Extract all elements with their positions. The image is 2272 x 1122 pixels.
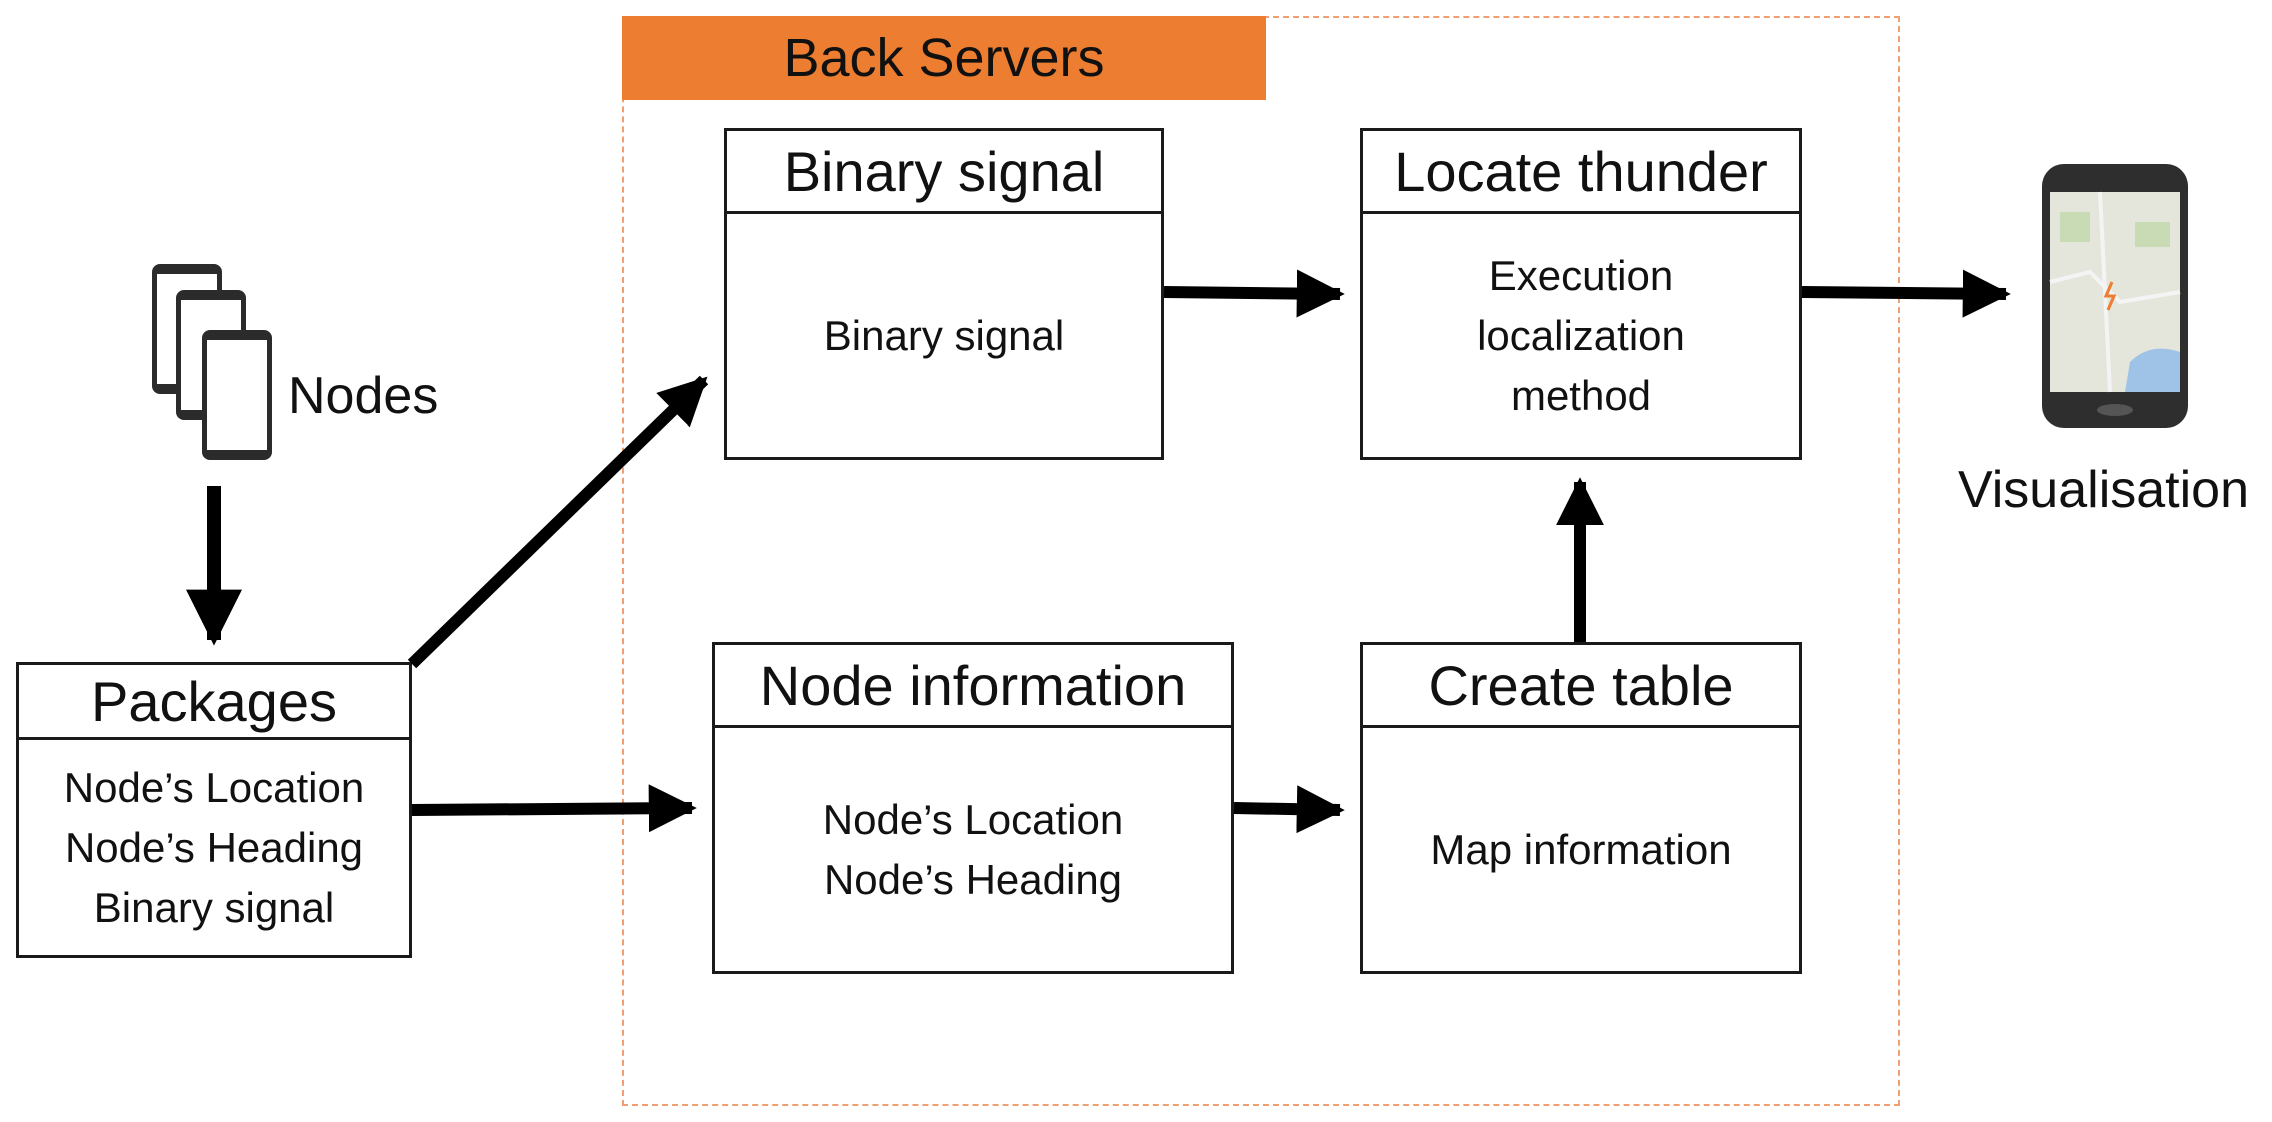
locate-thunder-line-3: method xyxy=(1510,371,1652,419)
node-information-line-location: Node’s Location xyxy=(822,795,1124,843)
binary-signal-box: Binary signal Binary signal xyxy=(724,128,1164,460)
node-information-line-heading: Node’s Heading xyxy=(823,855,1123,903)
locate-thunder-line-2: localization xyxy=(1477,311,1685,359)
packages-line-heading: Node’s Heading xyxy=(64,823,364,871)
phones-icon xyxy=(152,264,272,460)
arrow-binary-to-locate xyxy=(1163,269,1345,318)
create-table-title: Create table xyxy=(1363,645,1799,728)
packages-title: Packages xyxy=(19,665,409,740)
packages-box: Packages Node’s Location Node’s Heading … xyxy=(16,662,412,958)
arrow-locate-to-visualisation xyxy=(1801,269,2011,318)
back-servers-title: Back Servers xyxy=(622,16,1266,100)
node-information-box: Node information Node’s Location Node’s … xyxy=(712,642,1234,974)
arrow-packages-to-node-information xyxy=(411,784,697,833)
arrow-nodeinfo-to-createtable xyxy=(1233,785,1345,834)
binary-signal-content: Binary signal xyxy=(823,311,1065,359)
locate-thunder-box: Locate thunder Execution localization me… xyxy=(1360,128,1802,460)
smartphone-map-icon xyxy=(2042,164,2188,428)
packages-line-location: Node’s Location xyxy=(63,763,365,811)
binary-signal-title: Binary signal xyxy=(727,131,1161,214)
locate-thunder-line-1: Execution xyxy=(1488,251,1674,299)
locate-thunder-title: Locate thunder xyxy=(1363,131,1799,214)
create-table-box: Create table Map information xyxy=(1360,642,1802,974)
packages-line-binary: Binary signal xyxy=(93,883,335,931)
node-information-title: Node information xyxy=(715,645,1231,728)
nodes-label: Nodes xyxy=(288,367,439,425)
arrow-packages-to-binary-signal xyxy=(407,375,709,669)
visualisation-label: Visualisation xyxy=(1958,461,2250,519)
create-table-content: Map information xyxy=(1430,825,1732,873)
